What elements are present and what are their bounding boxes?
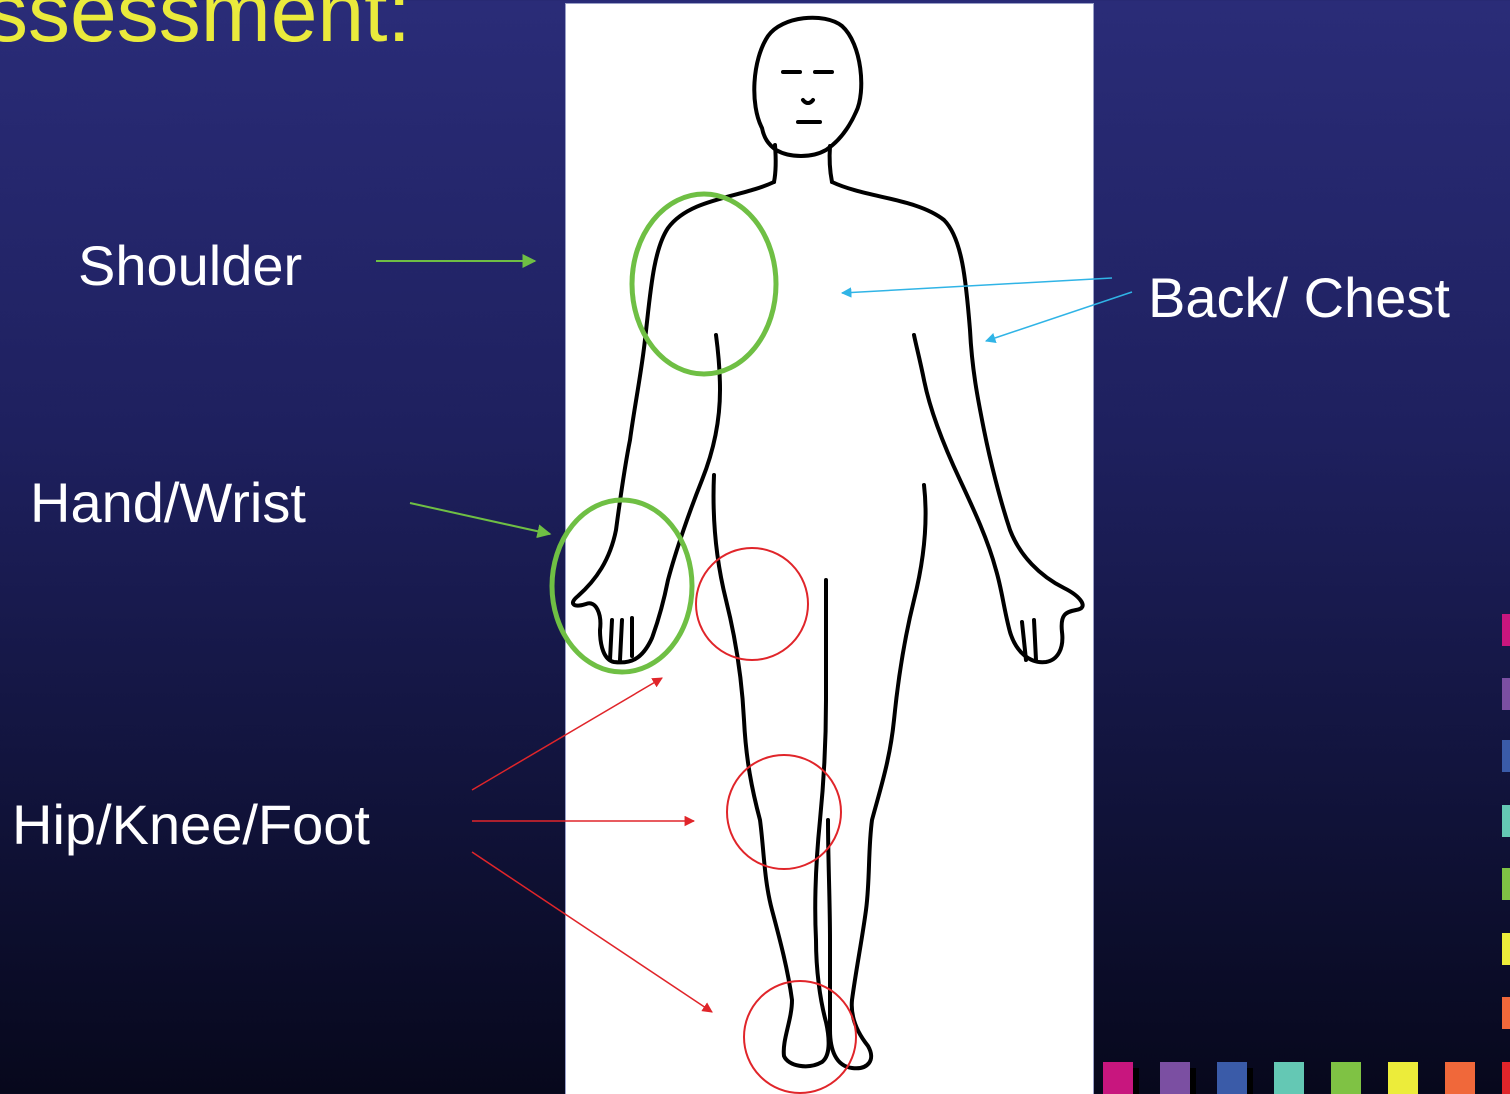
hip-highlight-circle bbox=[696, 548, 808, 660]
decor-square-shadow bbox=[1133, 1068, 1139, 1094]
decor-square bbox=[1217, 1062, 1247, 1094]
decor-square bbox=[1502, 740, 1510, 772]
decor-square bbox=[1103, 1062, 1133, 1094]
decor-square bbox=[1502, 933, 1510, 965]
decor-square-shadow bbox=[1190, 1068, 1196, 1094]
decor-square bbox=[1502, 614, 1510, 646]
decor-square bbox=[1502, 1062, 1510, 1094]
decor-square bbox=[1160, 1062, 1190, 1094]
hand-wrist-arrow bbox=[410, 503, 550, 534]
pointer-arrows bbox=[376, 261, 1132, 1012]
highlight-regions bbox=[552, 194, 856, 1093]
knee-highlight-circle bbox=[727, 755, 841, 869]
decor-square bbox=[1502, 997, 1510, 1029]
decor-square bbox=[1502, 868, 1510, 900]
decor-square bbox=[1274, 1062, 1304, 1094]
decor-square bbox=[1331, 1062, 1361, 1094]
decor-square bbox=[1388, 1062, 1418, 1094]
foot-arrow bbox=[472, 852, 712, 1012]
body-outline bbox=[573, 18, 1083, 1069]
decor-square bbox=[1502, 678, 1510, 710]
chest-arrow bbox=[842, 278, 1112, 293]
back-arrow bbox=[986, 292, 1132, 341]
hip-arrow bbox=[472, 678, 662, 790]
decor-square bbox=[1502, 805, 1510, 837]
decor-square bbox=[1445, 1062, 1475, 1094]
shoulder-highlight-circle bbox=[632, 194, 776, 374]
foot-highlight-circle bbox=[744, 981, 856, 1093]
decor-square-shadow bbox=[1247, 1068, 1253, 1094]
